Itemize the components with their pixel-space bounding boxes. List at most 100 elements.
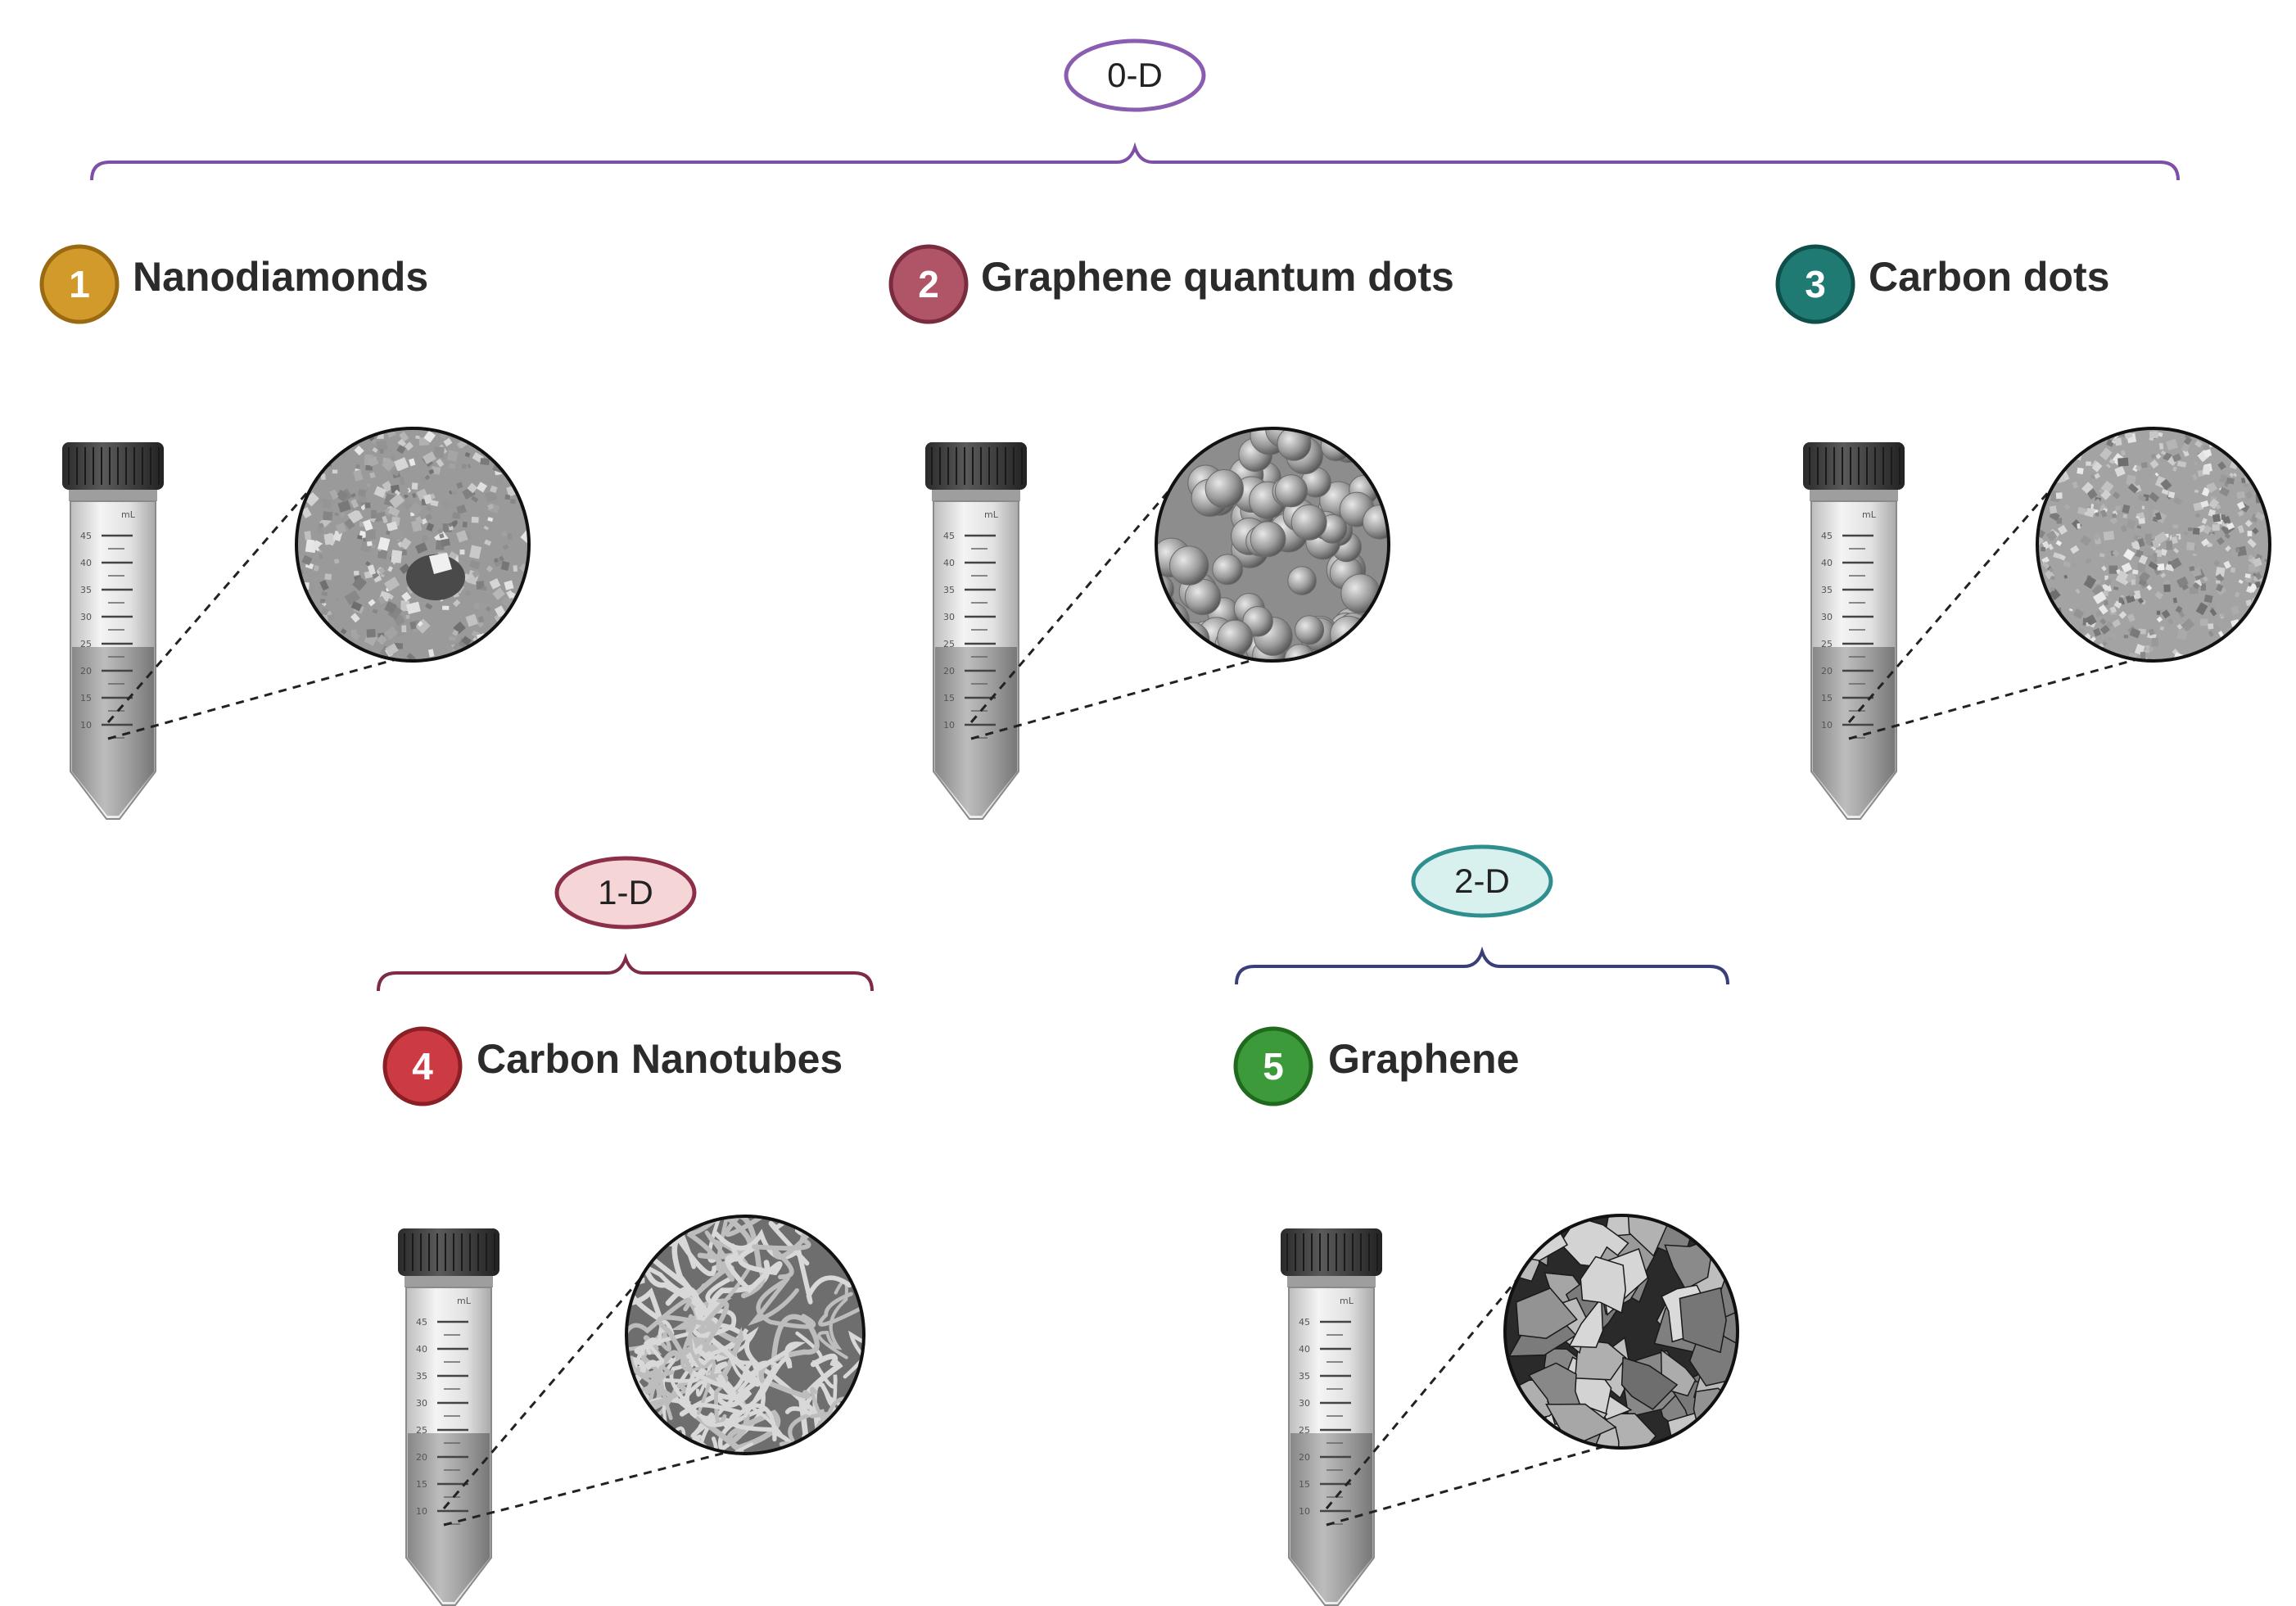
graduation-label: 30 (80, 612, 92, 622)
graduation-label: 10 (416, 1506, 427, 1517)
tube-liquid (1290, 1433, 1372, 1602)
graduation-label: 35 (943, 585, 955, 595)
magnifier-circle (2036, 427, 2271, 663)
zoom-line (107, 657, 400, 740)
tube-unit-label: mL (984, 509, 999, 520)
material-title: Carbon Nanotubes (477, 1036, 843, 1082)
tube-cap (925, 442, 1027, 490)
graduation-label: 20 (1299, 1452, 1310, 1463)
dimension-badge (554, 856, 697, 930)
graduation-label: 15 (416, 1479, 427, 1490)
magnifier-circle (1503, 1214, 1739, 1450)
number-badge-label: 5 (1263, 1045, 1284, 1088)
graduation-label: 40 (1821, 558, 1833, 568)
dimension-badge (1064, 38, 1206, 112)
graduation-label: 15 (943, 693, 955, 703)
dimension-group-2-d: 2-D (1235, 844, 1729, 985)
zoom-line (1847, 453, 2083, 723)
graduation-label: 45 (943, 531, 955, 541)
tube-unit-label: mL (457, 1296, 472, 1306)
graduation-label: 40 (1299, 1344, 1310, 1355)
graduation-label: 45 (80, 531, 92, 541)
tube-cap (1803, 442, 1905, 490)
graduation-label: 25 (416, 1425, 427, 1436)
graduation-label: 35 (416, 1371, 427, 1382)
graduation-label: 25 (943, 639, 955, 649)
graduation-label: 10 (80, 720, 92, 731)
nanomaterial-graphene: 5 Graphene mL 45 40 35 30 25 20 15 10 (1233, 1026, 1739, 1606)
graduation-label: 35 (1821, 585, 1833, 595)
zoom-line (106, 453, 342, 723)
magnifier-circle (295, 427, 531, 663)
dimension-label: 1-D (598, 873, 653, 912)
graduation-label: 40 (416, 1344, 427, 1355)
tube-liquid (408, 1433, 490, 1602)
graduation-label: 15 (1821, 693, 1833, 703)
tube-liquid (72, 647, 154, 816)
granular-sem-texture (2037, 428, 2270, 661)
dimension-group-1-d: 1-D (377, 856, 874, 992)
number-badge (382, 1026, 463, 1106)
dimension-label: 2-D (1454, 862, 1510, 900)
tube-unit-label: mL (1340, 1296, 1354, 1306)
graduation-label: 10 (1821, 720, 1833, 731)
graduation-label: 25 (1299, 1425, 1310, 1436)
magnifier-circle (625, 1215, 866, 1455)
number-badge-label: 4 (412, 1045, 433, 1088)
graduation-label: 35 (80, 585, 92, 595)
number-badge-label: 3 (1805, 263, 1826, 305)
graduation-label: 30 (943, 612, 955, 622)
graduation-label: 40 (80, 558, 92, 568)
centrifuge-tube: mL 45 40 35 30 25 20 15 10 (62, 442, 164, 820)
tube-cap (398, 1228, 499, 1276)
graduation-label: 15 (1299, 1479, 1310, 1490)
graduation-label: 20 (943, 666, 955, 676)
material-title: Carbon dots (1869, 254, 2109, 300)
zoom-line (443, 1450, 731, 1527)
graduation-label: 15 (80, 693, 92, 703)
graduation-label: 25 (1821, 639, 1833, 649)
graduation-label: 45 (1821, 531, 1833, 541)
graduation-label: 30 (1821, 612, 1833, 622)
graduation-label: 35 (1299, 1371, 1310, 1382)
nanomaterial-nanodiamonds: 1 Nanodiamonds mL 45 40 35 30 25 20 15 10 (39, 244, 531, 820)
zoom-line (970, 657, 1259, 740)
zoom-line (1326, 1444, 1608, 1527)
graduation-label: 25 (80, 639, 92, 649)
graduation-label: 45 (1299, 1317, 1310, 1328)
graduation-label: 20 (416, 1452, 427, 1463)
graduation-label: 20 (80, 666, 92, 676)
material-title: Nanodiamonds (133, 254, 428, 300)
number-badge (1233, 1026, 1313, 1106)
number-badge (888, 244, 969, 324)
graduation-label: 40 (943, 558, 955, 568)
curly-bracket (1235, 946, 1729, 985)
material-title: Graphene quantum dots (981, 254, 1454, 300)
magnifier-circle (1155, 427, 1390, 663)
tube-unit-label: mL (121, 509, 136, 520)
nanomaterial-carbon-dots: 3 Carbon dots mL 45 40 35 30 25 20 15 10 (1775, 244, 2271, 820)
flakes-sem-texture (1505, 1215, 1738, 1448)
graduation-label: 10 (1299, 1506, 1310, 1517)
graduation-label: 20 (1821, 666, 1833, 676)
number-badge-label: 2 (918, 263, 939, 305)
material-title: Graphene (1328, 1036, 1519, 1082)
tube-liquid (935, 647, 1017, 816)
zoom-line (1848, 657, 2140, 740)
centrifuge-tube: mL 45 40 35 30 25 20 15 10 (1803, 442, 1905, 820)
centrifuge-tube: mL 45 40 35 30 25 20 15 10 (1281, 1228, 1382, 1606)
tube-unit-label: mL (1862, 509, 1877, 520)
graduation-label: 30 (1299, 1398, 1310, 1409)
number-badge-label: 1 (69, 263, 90, 305)
tube-cap (62, 442, 164, 490)
graduation-label: 30 (416, 1398, 427, 1409)
tube-liquid (1813, 647, 1895, 816)
curly-bracket (90, 142, 2180, 181)
